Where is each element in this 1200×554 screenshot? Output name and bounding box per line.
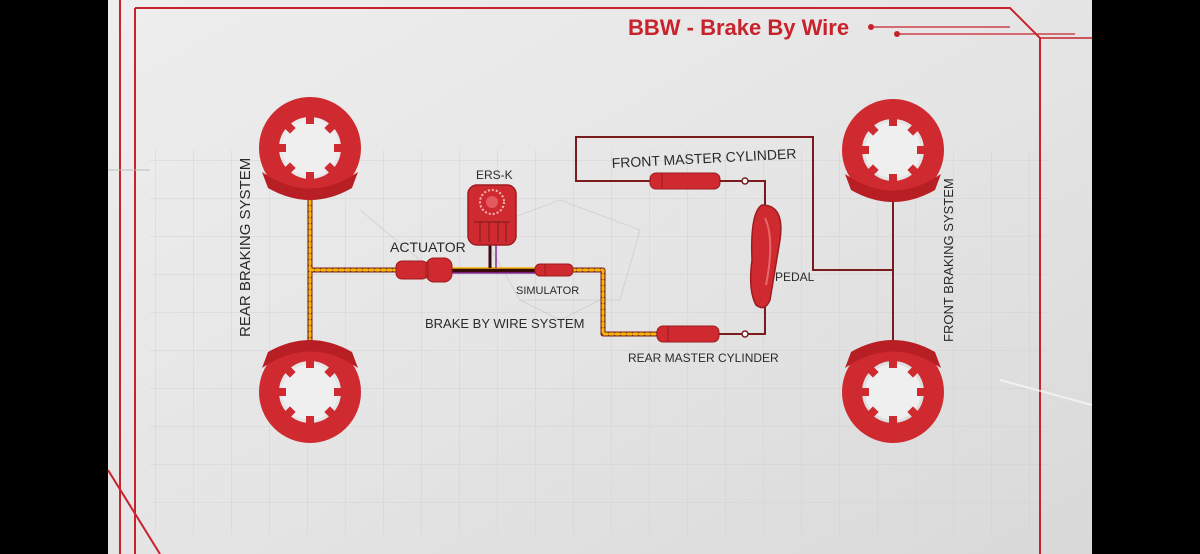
control-wires (452, 244, 535, 274)
front-top-caliper (845, 174, 941, 202)
ers-k-label: ERS-K (476, 168, 513, 182)
title-pointer-decoration (868, 24, 1075, 37)
front-bottom-caliper (845, 340, 941, 368)
page-title: BBW - Brake By Wire (628, 15, 849, 40)
rear-bottom-caliper (262, 340, 358, 368)
brake-by-wire-system-label: BRAKE BY WIRE SYSTEM (425, 316, 584, 331)
pedal-label: PEDAL (775, 270, 815, 284)
rear-braking-system-label: REAR BRAKING SYSTEM (237, 158, 254, 337)
rear-top-caliper (262, 172, 358, 200)
actuator-label: ACTUATOR (390, 239, 466, 255)
left-black-bar (0, 0, 108, 554)
front-master-cylinder (649, 172, 749, 190)
frame-border (107, 0, 1041, 554)
rear-top-wheel (259, 97, 361, 200)
brake-pedal (749, 204, 782, 309)
front-hydraulic-lines (575, 136, 894, 350)
simulator-label: SIMULATOR (516, 285, 579, 297)
rear-bottom-wheel (259, 340, 361, 443)
actuator (395, 257, 453, 283)
front-bottom-wheel (842, 340, 944, 443)
rear-master-cylinder-label: REAR MASTER CYLINDER (628, 351, 779, 365)
ers-k-unit (467, 184, 517, 246)
front-braking-system-label: FRONT BRAKING SYSTEM (941, 178, 956, 342)
front-top-wheel (842, 99, 944, 202)
simulator (534, 263, 574, 277)
rear-master-cylinder (656, 325, 749, 343)
rear-hydraulic-lines (307, 192, 660, 353)
right-black-bar (1092, 0, 1200, 554)
